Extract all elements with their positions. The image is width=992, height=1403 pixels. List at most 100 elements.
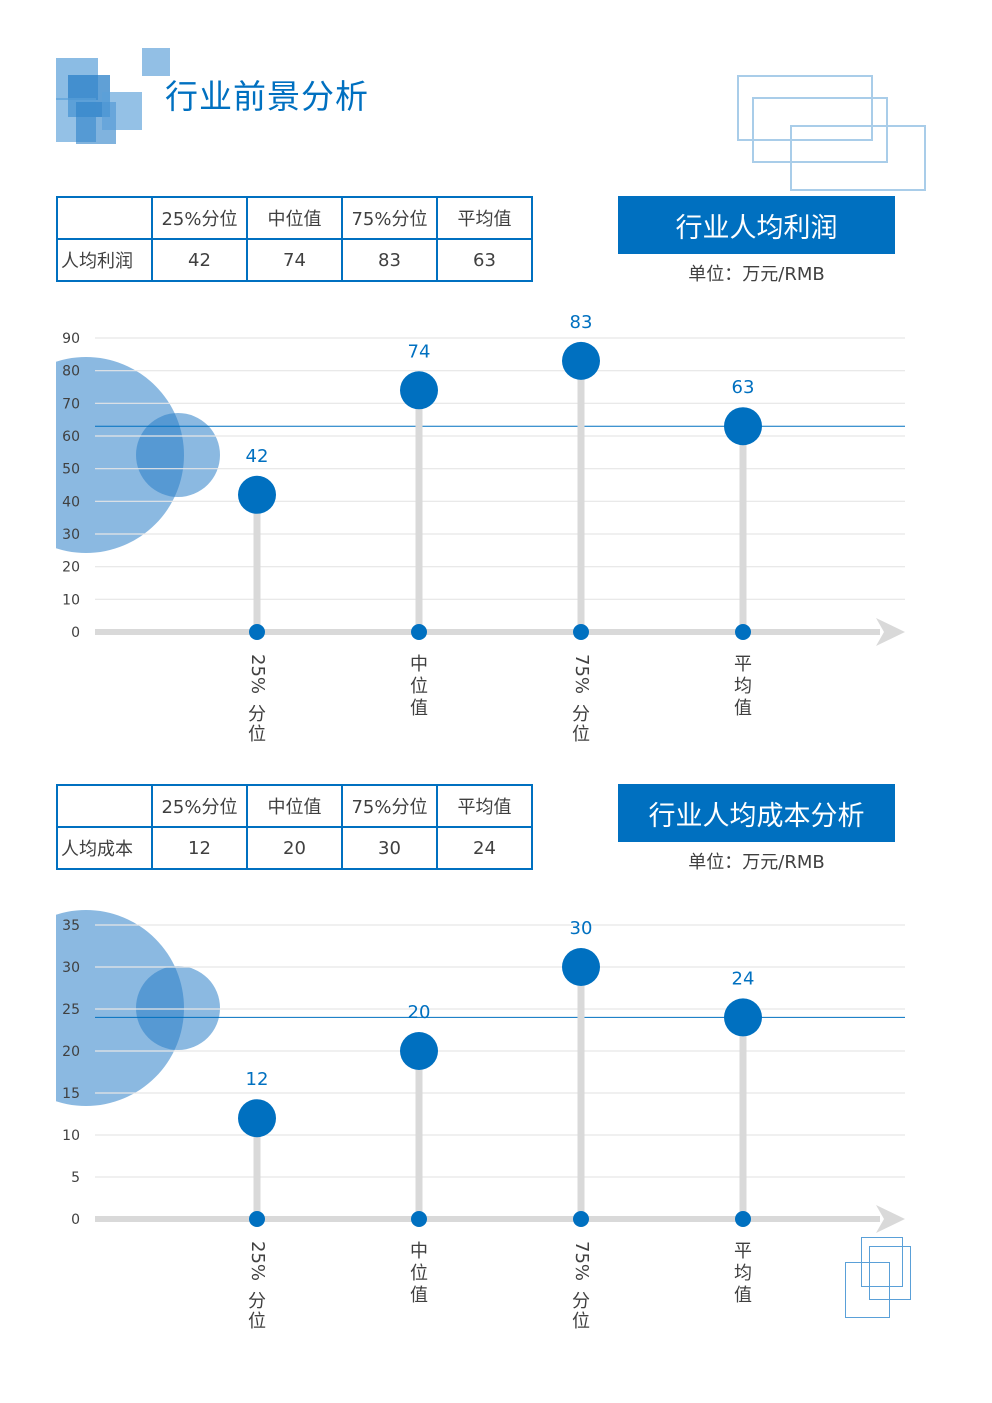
decor-square — [102, 92, 142, 130]
x-tick-label-char: 位 — [572, 724, 590, 745]
lollipop-head — [562, 948, 600, 986]
table-cell: 63 — [436, 238, 533, 282]
table-row: 人均利润 42 74 83 63 — [56, 238, 533, 282]
x-tick-label-rotated: 25% — [247, 1241, 268, 1281]
table-header-cell: 25%分位 — [151, 784, 248, 828]
x-tick-label-char: 值 — [734, 1285, 752, 1306]
table-cell: 83 — [341, 238, 438, 282]
table-cell: 74 — [246, 238, 343, 282]
data-label: 42 — [246, 446, 269, 467]
x-tick-label-char: 均 — [734, 1263, 752, 1284]
decor-circle — [56, 357, 184, 553]
decor-frame — [752, 97, 888, 163]
x-tick-label-char: 平 — [734, 1241, 752, 1262]
table-cell: 24 — [436, 826, 533, 870]
decor-circle — [136, 413, 220, 497]
x-tick-label-char: 值 — [734, 698, 752, 719]
y-tick-label: 25 — [62, 1002, 80, 1018]
table-header-cell — [56, 784, 153, 828]
y-tick-label: 40 — [62, 494, 80, 510]
x-tick-label-char: 位 — [410, 1263, 428, 1284]
y-tick-label: 50 — [62, 462, 80, 478]
data-label: 63 — [732, 377, 755, 398]
lollipop-head — [724, 998, 762, 1037]
table-header-cell — [56, 196, 153, 240]
axis-dot — [573, 1211, 589, 1227]
x-tick-label-char: 分 — [572, 1291, 590, 1312]
x-tick-label-char: 位 — [248, 724, 266, 745]
lollipop-head — [400, 371, 438, 410]
y-tick-label: 0 — [71, 1212, 80, 1228]
decor-frame — [869, 1246, 911, 1300]
table-header-cell: 25%分位 — [151, 196, 248, 240]
y-tick-label: 30 — [62, 960, 80, 976]
section-banner: 行业人均利润 — [618, 196, 895, 254]
profit-table: 25%分位 中位值 75%分位 平均值 人均利润 42 74 83 63 — [56, 196, 533, 282]
data-label: 83 — [570, 312, 593, 333]
decor-circle — [136, 966, 220, 1050]
axis-dot — [411, 624, 427, 640]
x-tick-label-char: 位 — [248, 1311, 266, 1332]
axis-dot — [249, 624, 265, 640]
table-cell: 20 — [246, 826, 343, 870]
x-tick-label-char: 分 — [248, 704, 266, 725]
y-tick-label: 10 — [62, 1128, 80, 1144]
y-tick-label: 60 — [62, 429, 80, 445]
table-header-cell: 平均值 — [436, 196, 533, 240]
decor-circle — [56, 910, 184, 1106]
x-tick-label-char: 中 — [410, 1241, 428, 1262]
y-tick-label: 10 — [62, 592, 80, 608]
axis-dot — [249, 1211, 265, 1227]
table-header-cell: 平均值 — [436, 784, 533, 828]
data-label: 24 — [732, 968, 755, 989]
y-tick-label: 0 — [71, 625, 80, 641]
axis-dot — [735, 624, 751, 640]
table-row: 人均成本 12 20 30 24 — [56, 826, 533, 870]
axis-dot — [573, 624, 589, 640]
table-header-cell: 中位值 — [246, 196, 343, 240]
table-header-row: 25%分位 中位值 75%分位 平均值 — [56, 196, 533, 240]
y-tick-label: 20 — [62, 560, 80, 576]
cost-table: 25%分位 中位值 75%分位 平均值 人均成本 12 20 30 24 — [56, 784, 533, 870]
x-tick-label-rotated: 75% — [571, 1241, 592, 1281]
table-header-cell: 75%分位 — [341, 196, 438, 240]
y-tick-label: 70 — [62, 396, 80, 412]
x-axis-arrow — [876, 618, 905, 646]
lollipop-head — [238, 475, 276, 514]
page-title: 行业前景分析 — [165, 77, 369, 116]
x-tick-label-char: 位 — [572, 1311, 590, 1332]
x-tick-label-char: 值 — [410, 698, 428, 719]
y-tick-label: 20 — [62, 1044, 80, 1060]
unit-label: 单位：万元/RMB — [688, 852, 825, 873]
y-tick-label: 15 — [62, 1086, 80, 1102]
lollipop-head — [400, 1032, 438, 1070]
x-tick-label-char: 值 — [410, 1285, 428, 1306]
x-tick-label-char: 均 — [734, 676, 752, 697]
table-cell: 42 — [151, 238, 248, 282]
decor-frame — [790, 125, 926, 191]
decor-frame — [737, 75, 873, 141]
axis-dot — [735, 1211, 751, 1227]
y-tick-label: 80 — [62, 364, 80, 380]
data-label: 30 — [570, 918, 593, 939]
data-label: 20 — [408, 1002, 431, 1023]
x-tick-label-char: 分 — [572, 704, 590, 725]
x-tick-label-char: 分 — [248, 1291, 266, 1312]
section-banner: 行业人均成本分析 — [618, 784, 895, 842]
y-tick-label: 35 — [62, 918, 80, 934]
table-header-cell: 75%分位 — [341, 784, 438, 828]
table-header-cell: 中位值 — [246, 784, 343, 828]
data-label: 74 — [408, 341, 431, 362]
decor-frame — [845, 1262, 890, 1318]
x-tick-label-rotated: 25% — [247, 654, 268, 694]
unit-label: 单位：万元/RMB — [688, 264, 825, 285]
lollipop-head — [562, 341, 600, 380]
y-tick-label: 90 — [62, 331, 80, 347]
decor-square — [142, 48, 170, 76]
table-header-row: 25%分位 中位值 75%分位 平均值 — [56, 784, 533, 828]
lollipop-head — [238, 1099, 276, 1138]
table-row-label: 人均利润 — [56, 238, 153, 282]
axis-dot — [411, 1211, 427, 1227]
